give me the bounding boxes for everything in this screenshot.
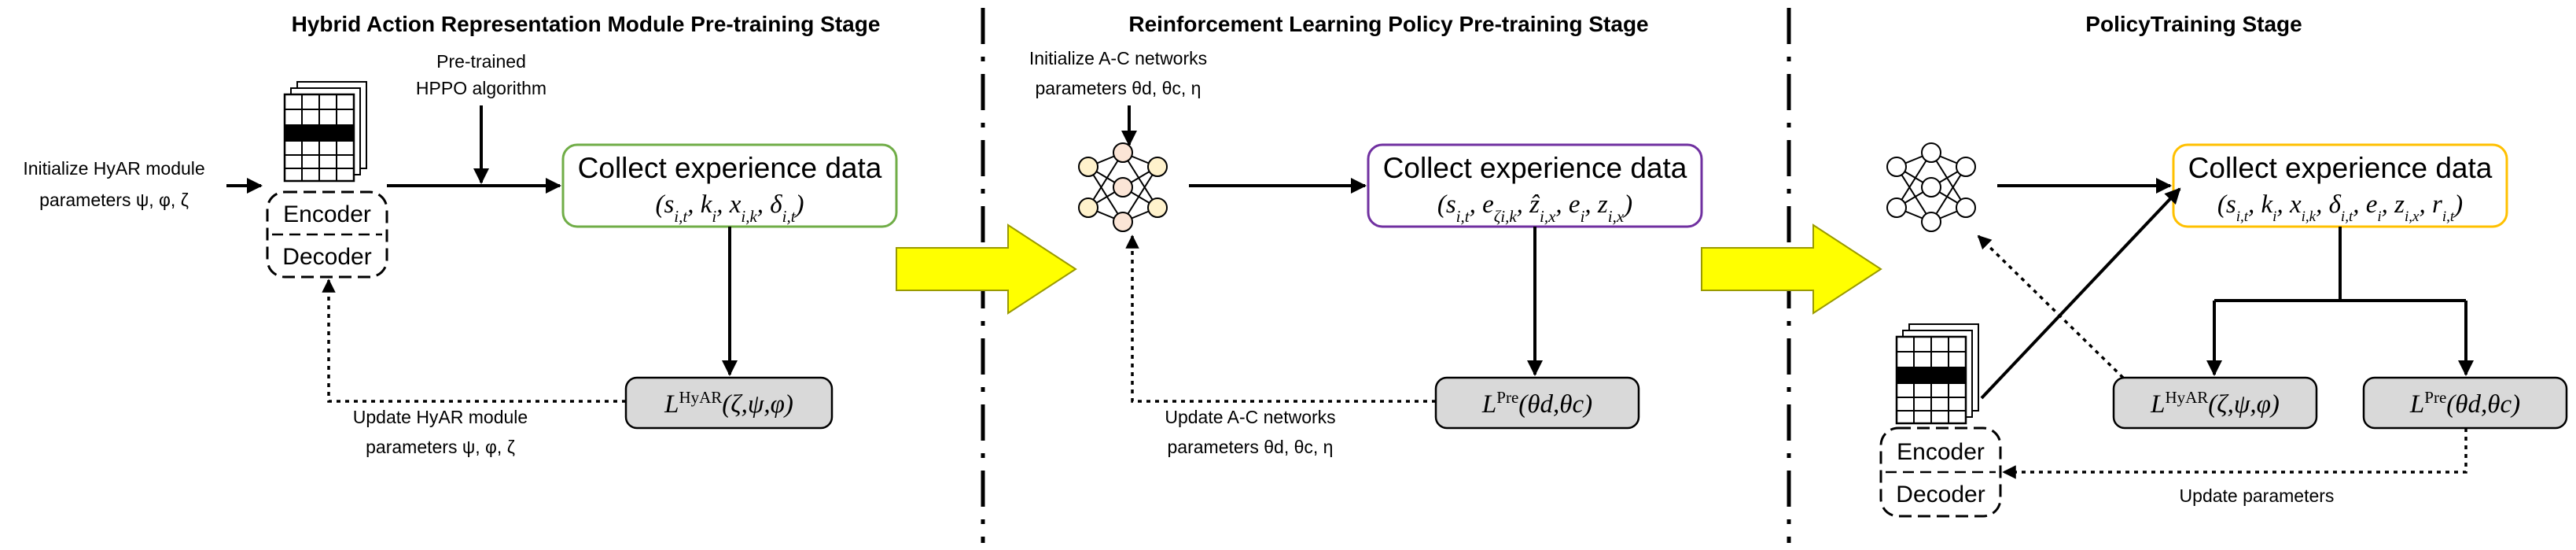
stage2-update-params: parameters θd, θc, η bbox=[1168, 437, 1334, 457]
stage3-group: Collect experience data (si,t, ki, xi,k,… bbox=[1879, 142, 2568, 518]
stage2-update-label: Update A-C networks bbox=[1165, 407, 1335, 427]
stage1-hppo-label: HPPO algorithm bbox=[416, 78, 546, 98]
stage3-encoder-decoder-frame bbox=[1879, 426, 2002, 518]
stage3-loss2-label: LPre(θd,θc) bbox=[2409, 388, 2520, 419]
stage3-nn-update-arrow bbox=[1977, 234, 2125, 379]
stage-transition-arrow-2 bbox=[1701, 223, 1882, 315]
stage3-encoder-collect-arrow bbox=[1980, 187, 2181, 400]
stage1-loss-box bbox=[624, 376, 834, 430]
table-icon bbox=[1895, 323, 1979, 425]
stage-transition-arrow-1 bbox=[896, 223, 1077, 315]
stage3-loss1-label: LHyAR(ζ,ψ,φ) bbox=[2150, 388, 2280, 419]
neural-network-icon bbox=[1078, 142, 1168, 232]
stage3-update-label: Update parameters bbox=[2180, 485, 2335, 506]
stage1-init-params: parameters ψ, φ, ζ bbox=[39, 190, 189, 210]
stage1-pretrained-label: Pre-trained bbox=[436, 51, 526, 72]
stage1-group: Initialize HyAR module parameters ψ, φ, … bbox=[23, 51, 898, 457]
stage2-group: Initialize A-C networks parameters θd, θ… bbox=[1029, 48, 1703, 457]
stage3-collect-title: Collect experience data bbox=[2188, 152, 2493, 184]
stage1-loss-label: LHyAR(ζ,ψ,φ) bbox=[664, 388, 793, 419]
stage1-title: Hybrid Action Representation Module Pre-… bbox=[292, 12, 881, 36]
stage2-init-params: parameters θd, θc, η bbox=[1036, 78, 1202, 98]
stage1-init-label: Initialize HyAR module bbox=[23, 158, 204, 179]
table-icon bbox=[283, 81, 367, 183]
stage1-encoder-label: Encoder bbox=[283, 201, 371, 227]
stage3-encoder-label: Encoder bbox=[1897, 439, 1985, 465]
stage3-decoder-label: Decoder bbox=[1896, 482, 1985, 508]
stage3-update-arrow bbox=[2002, 428, 2467, 479]
stage1-encoder-decoder-frame bbox=[266, 190, 388, 279]
neural-network-icon bbox=[1886, 142, 1976, 232]
stage1-decoder-label: Decoder bbox=[282, 244, 371, 270]
stage1-update-arrow bbox=[322, 279, 626, 403]
stage2-title: Reinforcement Learning Policy Pre-traini… bbox=[1128, 12, 1648, 36]
stage2-collect-title: Collect experience data bbox=[1383, 152, 1687, 184]
stage3-loss1-box bbox=[2112, 376, 2318, 430]
stage2-loss-box bbox=[1434, 376, 1640, 430]
stage1-update-params: parameters ψ, φ, ζ bbox=[366, 437, 515, 457]
stage1-update-label: Update HyAR module bbox=[353, 407, 528, 427]
stage2-init-label: Initialize A-C networks bbox=[1029, 48, 1207, 68]
stage2-update-arrow bbox=[1125, 234, 1436, 403]
stage3-title: PolicyTraining Stage bbox=[2085, 12, 2302, 36]
stage1-collect-title: Collect experience data bbox=[578, 152, 882, 184]
stage2-loss-label: LPre(θd,θc) bbox=[1481, 388, 1592, 419]
